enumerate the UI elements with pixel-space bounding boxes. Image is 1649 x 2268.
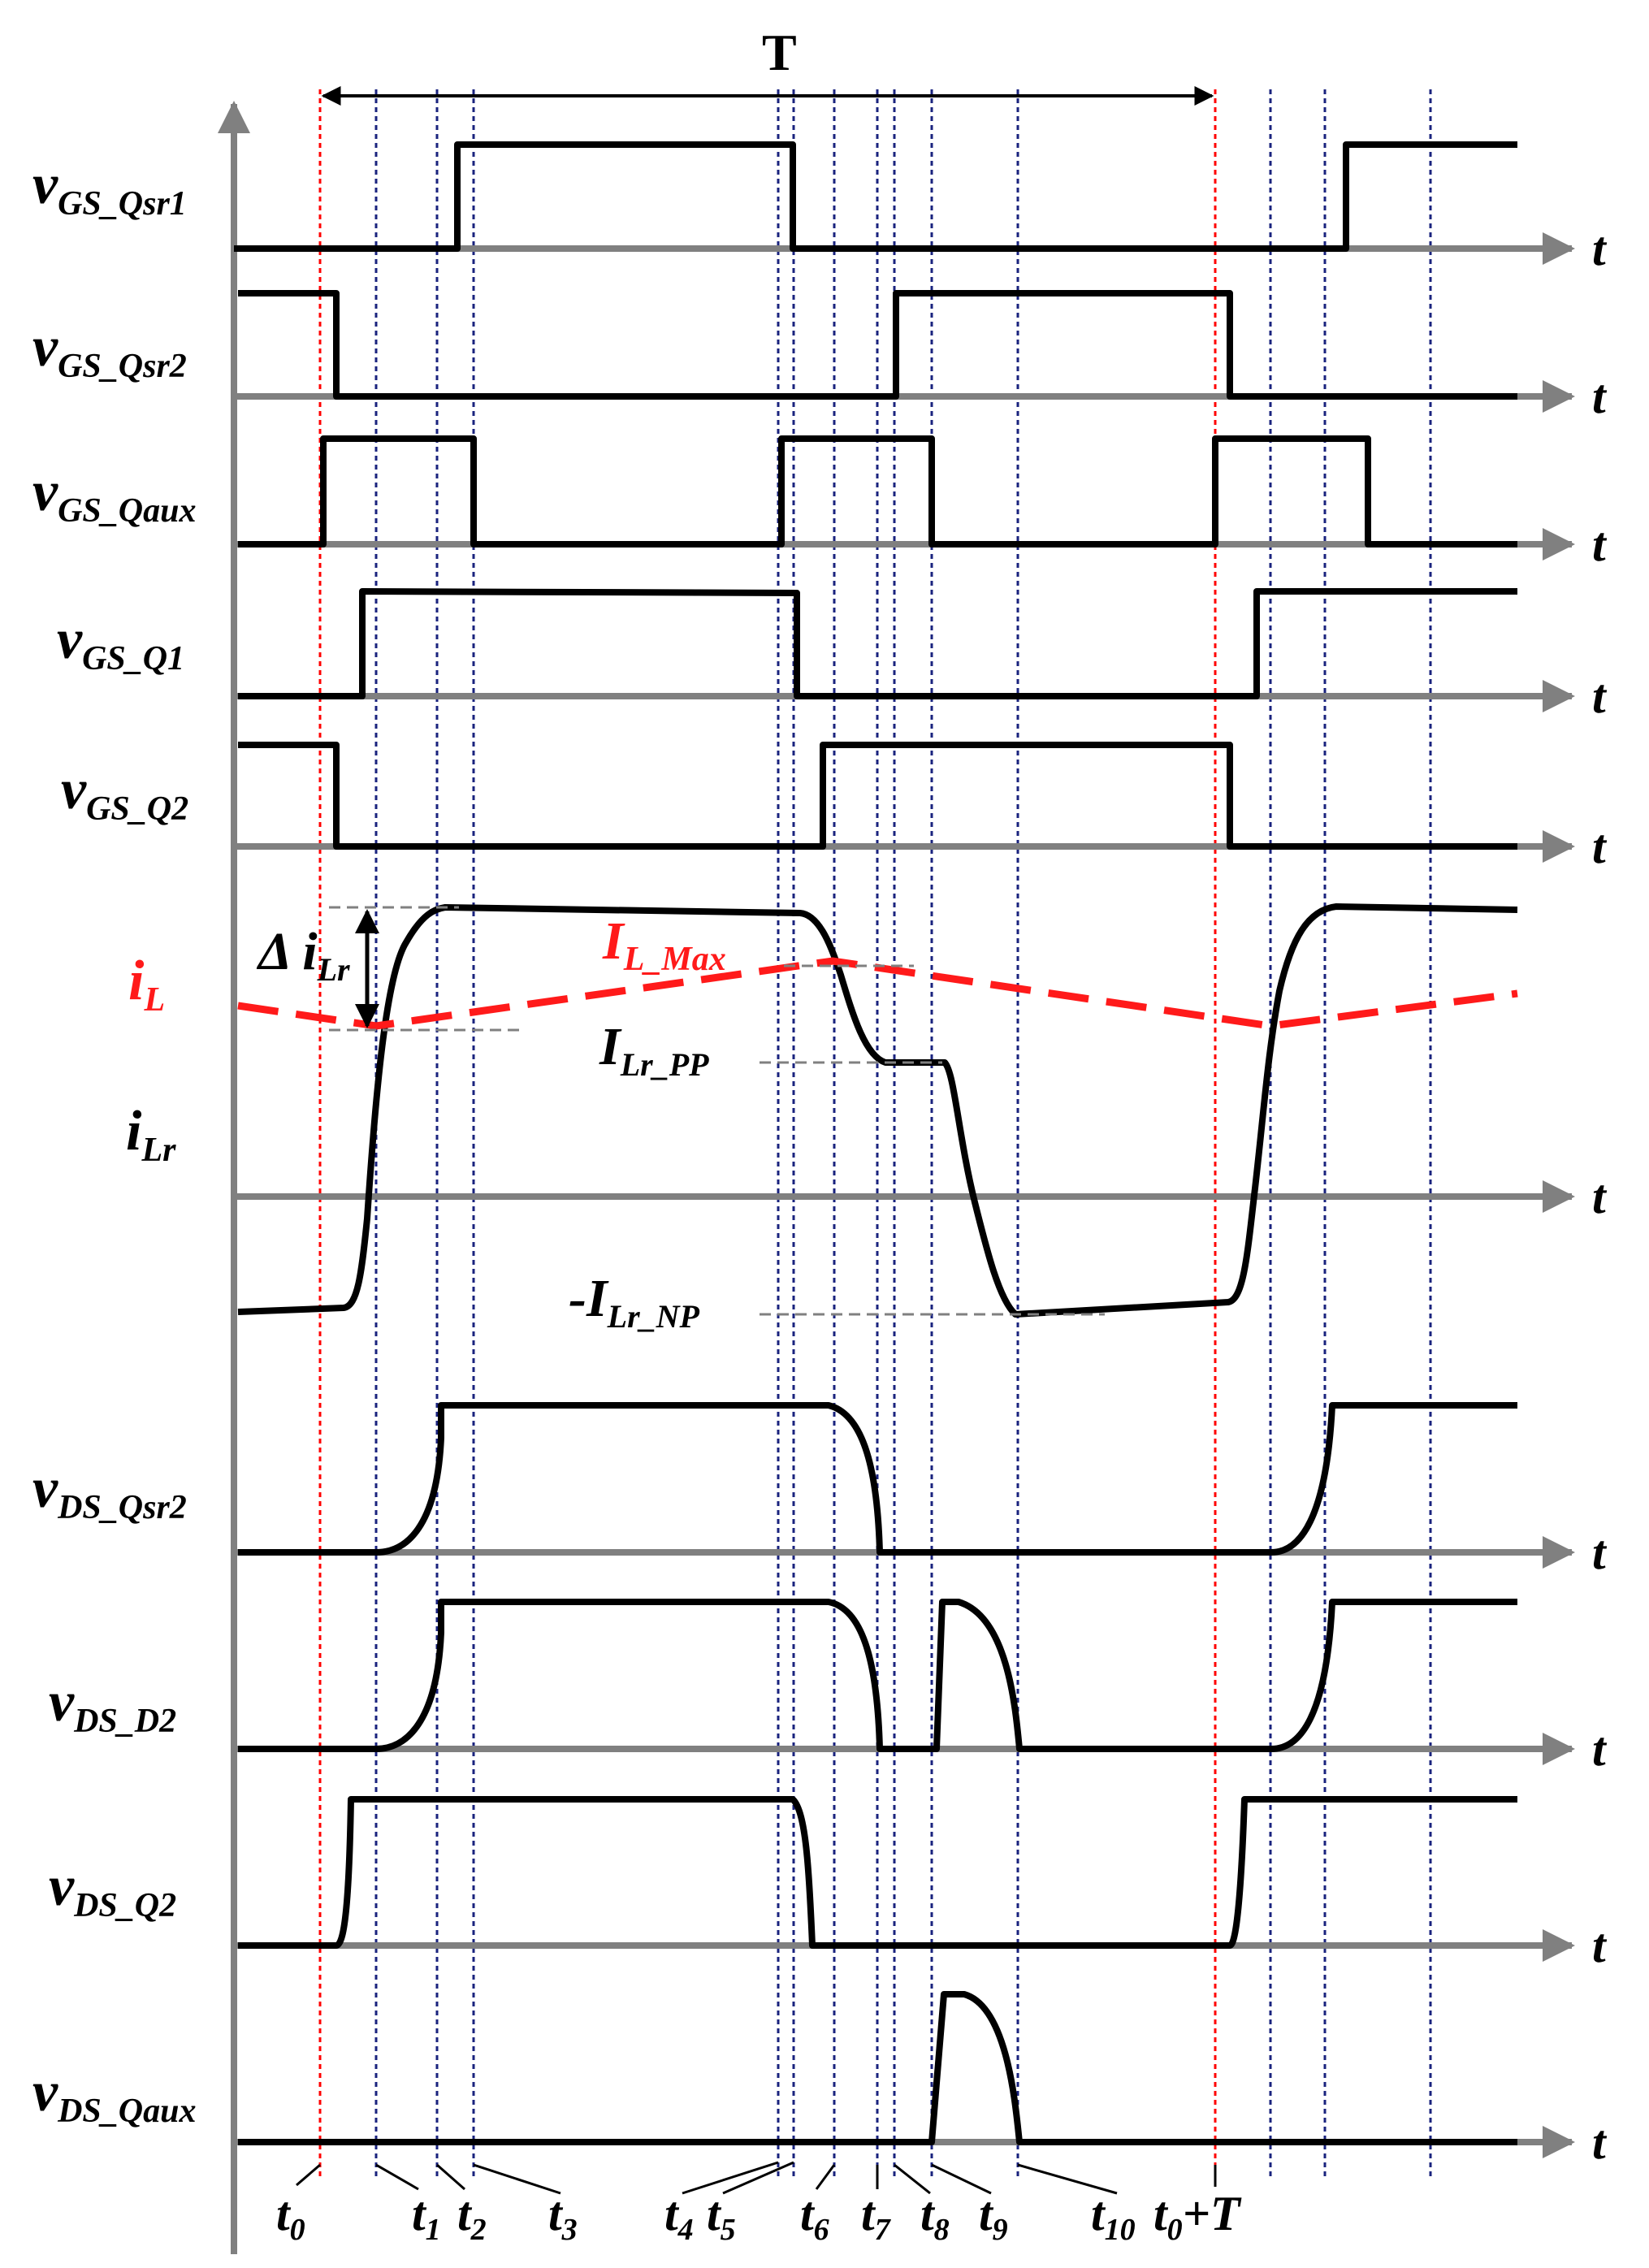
label-t10: t10 xyxy=(1091,2187,1136,2247)
waveforms xyxy=(234,141,1518,2145)
t-axis-label: t xyxy=(1592,1526,1608,1579)
axis-t-labels: t t t t t t t t t t xyxy=(1592,222,1608,2169)
label-il-max: IL_Max xyxy=(602,911,726,978)
wave-ilr xyxy=(237,903,1518,1318)
leader-t9 xyxy=(931,2163,992,2195)
time-mark-labels: t0 t1 t2 t3 t4 t5 t6 t7 t8 t9 t10 xyxy=(276,2187,1242,2247)
label-t0: t0 xyxy=(276,2187,305,2247)
current-level-guides xyxy=(329,906,1105,1316)
wave-vgs-qsr1 xyxy=(234,141,1517,252)
wave-vgs-q2 xyxy=(238,742,1517,850)
leader-t4 xyxy=(682,2161,779,2195)
wave-vds-qsr2 xyxy=(238,1402,1517,1556)
label-ilr-np: -ILr_NP xyxy=(569,1269,700,1335)
t-axis-label: t xyxy=(1592,2115,1608,2169)
label-il: iL xyxy=(128,950,165,1019)
period-marker: T xyxy=(321,24,1214,106)
leader-t3 xyxy=(473,2163,561,2195)
label-vds-qaux: vDS_Qaux xyxy=(32,2061,196,2130)
wave-vgs-q1 xyxy=(238,588,1517,699)
t-axis-label: t xyxy=(1592,669,1608,723)
wave-vgs-qaux xyxy=(238,435,1517,548)
t-axis-label: t xyxy=(1592,1722,1608,1776)
label-vds-q2: vDS_Q2 xyxy=(49,1855,176,1924)
leader-t8 xyxy=(894,2163,931,2195)
label-t6: t6 xyxy=(800,2187,829,2247)
label-vgs-qsr1: vGS_Qsr1 xyxy=(32,154,187,223)
t-axis-label: t xyxy=(1592,1919,1608,1972)
wave-vds-d2 xyxy=(238,1599,1517,1752)
leader-t5 xyxy=(722,2161,794,2195)
t-axis-label: t xyxy=(1592,1170,1608,1223)
wave-vgs-qsr2 xyxy=(238,290,1517,400)
label-vgs-q1: vGS_Q1 xyxy=(57,608,184,677)
t-axis-label: t xyxy=(1592,820,1608,873)
label-t7: t7 xyxy=(861,2187,892,2247)
wave-vds-q2 xyxy=(238,1796,1517,1949)
wave-il xyxy=(237,957,1518,1030)
label-vgs-qaux: vGS_Qaux xyxy=(32,461,196,530)
label-t3: t3 xyxy=(548,2187,578,2247)
label-ilr: iLr xyxy=(126,1100,176,1169)
t-axis-label: t xyxy=(1592,517,1608,571)
leader-t0 xyxy=(296,2163,321,2187)
label-delta-ilr: Δ iLr xyxy=(256,922,350,988)
label-t9: t9 xyxy=(979,2187,1008,2247)
label-vgs-q2: vGS_Q2 xyxy=(61,759,188,828)
signal-labels: vGS_Qsr1 vGS_Qsr2 vGS_Qaux vGS_Q1 vGS_Q2… xyxy=(32,154,196,2130)
label-ilr-pp: ILr_PP xyxy=(599,1017,709,1083)
label-t5: t5 xyxy=(707,2187,736,2247)
label-t8: t8 xyxy=(920,2187,950,2247)
leader-t2 xyxy=(436,2163,465,2191)
label-t1: t1 xyxy=(412,2187,441,2247)
label-vgs-qsr2: vGS_Qsr2 xyxy=(32,316,187,385)
time-mark-leaders xyxy=(296,2161,1217,2195)
leader-t6 xyxy=(815,2164,836,2190)
wave-vds-qaux xyxy=(238,1991,1517,2145)
leader-t1 xyxy=(375,2163,419,2191)
period-label: T xyxy=(762,24,797,81)
t-axis-label: t xyxy=(1592,222,1608,275)
t-axis-label: t xyxy=(1592,370,1608,423)
label-t4: t4 xyxy=(664,2187,694,2247)
label-t2: t2 xyxy=(457,2187,487,2247)
label-t0T: t0+T xyxy=(1153,2187,1242,2247)
label-vds-d2: vDS_D2 xyxy=(49,1671,176,1740)
current-level-labels: Δ iLr IL_Max ILr_PP -ILr_NP xyxy=(256,911,726,1335)
label-vds-qsr2: vDS_Qsr2 xyxy=(32,1457,187,1526)
leader-t10 xyxy=(1017,2163,1118,2195)
